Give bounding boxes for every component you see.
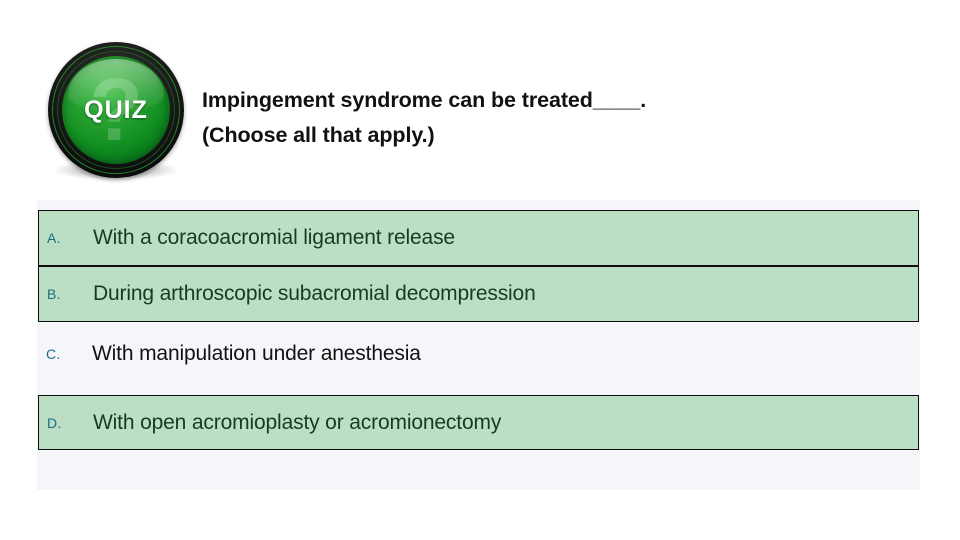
answer-letter-b: B. [47,286,61,302]
answer-option-a[interactable]: A. With a coracoacromial ligament releas… [38,210,919,266]
answer-letter-a: A. [47,230,61,246]
badge-gloss-highlight [68,59,164,111]
quiz-badge-icon: ? QUIZ [40,38,192,190]
answer-text-a: With a coracoacromial ligament release [93,226,455,249]
question-prompt: Impingement syndrome can be treated____.… [202,83,902,153]
answer-text-d: With open acromioplasty or acromionectom… [93,410,502,434]
question-line-2: (Choose all that apply.) [202,122,435,147]
answer-option-b[interactable]: B. During arthroscopic subacromial decom… [38,266,919,322]
answer-letter-c: C. [46,346,61,362]
answer-options-panel: A. With a coracoacromial ligament releas… [37,200,920,490]
answer-text-b: During arthroscopic subacromial decompre… [93,282,536,305]
badge-ring-glow-outer [52,46,180,174]
badge-inner-face: ? QUIZ [62,56,170,164]
answer-option-d[interactable]: D. With open acromioplasty or acromionec… [38,395,919,450]
badge-label: QUIZ [84,96,148,124]
answer-text-c: With manipulation under anesthesia [92,342,421,365]
question-line-1: Impingement syndrome can be treated____. [202,88,647,112]
answer-option-c[interactable]: C. With manipulation under anesthesia [38,326,919,382]
badge-outer-ring: ? QUIZ [48,42,184,178]
answer-letter-d: D. [47,414,62,431]
badge-ring-glow-inner [57,51,175,169]
question-mark-icon: ? [62,58,170,162]
